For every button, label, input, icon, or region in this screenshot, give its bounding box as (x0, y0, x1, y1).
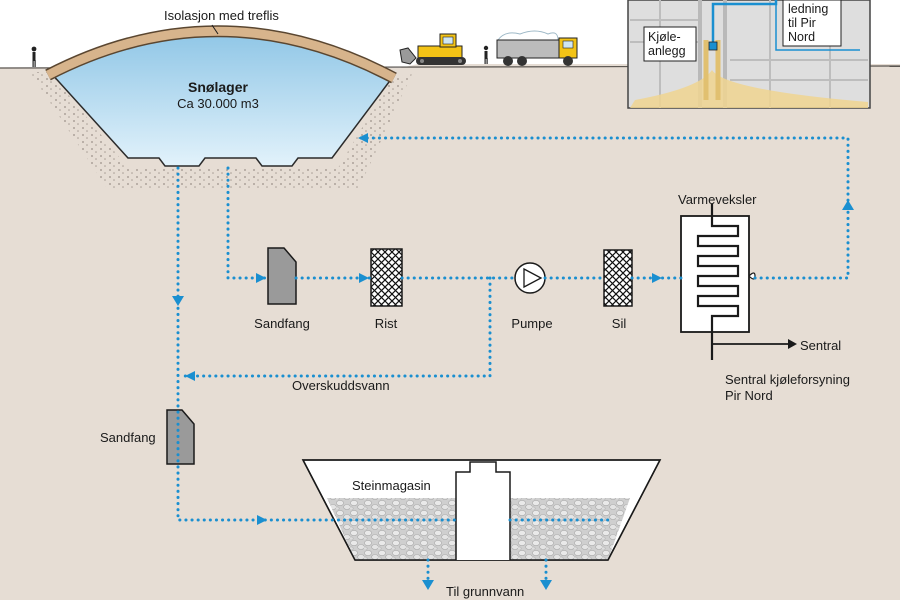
inset-pipe-label-1: ledning (788, 2, 829, 16)
inset-cooling-label-1: Kjøle- (648, 30, 681, 44)
inset-cooling-label-2: anlegg (648, 44, 686, 58)
flow-to-sandtrap (226, 166, 270, 280)
pump-icon (514, 262, 546, 294)
central-label: Sentral (800, 338, 842, 353)
arrow-left-overflow (185, 371, 195, 381)
inset-pipe-label-2: til Pir (788, 16, 816, 30)
stone-magazine (301, 459, 662, 561)
stone-magazine-label: Steinmagasin (352, 478, 431, 493)
dump-truck-icon (496, 30, 578, 66)
arrow-right-magazine (257, 515, 267, 525)
central-cooling-label-1: Sentral kjøleforsyning (725, 372, 850, 387)
overflow-water-label: Overskuddsvann (292, 378, 390, 393)
arrow-down-groundwater-right (540, 580, 552, 590)
bulldozer-icon (399, 33, 466, 65)
strainer (603, 249, 633, 307)
insulation-label: Isolasjon med treflis (164, 8, 279, 23)
arrow-left-return (358, 133, 368, 143)
snow-storage-volume: Ca 30.000 m3 (177, 96, 259, 111)
sand-trap-lower-label: Sandfang (100, 430, 156, 445)
pump-label: Pumpe (511, 316, 553, 331)
arrow-down-groundwater-left (422, 580, 434, 590)
central-cooling-label-2: Pir Nord (725, 388, 773, 403)
worker-figure (483, 45, 489, 64)
sand-trap-upper (267, 247, 297, 305)
arrow-down-left (172, 296, 184, 306)
person-figure (31, 46, 37, 67)
inset-pipe-label-3: Nord (788, 30, 816, 44)
ground (0, 64, 900, 600)
flow-arrowheads (172, 133, 854, 590)
arrow-right-grate (359, 273, 369, 283)
groundwater-label: Til grunnvann (446, 584, 525, 599)
heat-exchanger-label: Varmeveksler (678, 192, 757, 207)
grate-label: Rist (374, 316, 398, 331)
inset-map (627, 0, 871, 109)
sentral-arrow (788, 339, 797, 349)
sand-trap-label: Sandfang (254, 316, 310, 331)
grate (370, 248, 403, 307)
heat-exchanger (680, 204, 756, 360)
sand-trap-lower (166, 409, 195, 465)
arrow-right-exchanger (652, 273, 662, 283)
arrow-up-return (842, 200, 854, 210)
arrow-right-sandtrap (256, 273, 266, 283)
strainer-label: Sil (611, 316, 627, 331)
insulation-leader (211, 24, 219, 35)
snow-storage-title: Snølager (188, 79, 248, 95)
flow-drain-left (176, 166, 458, 522)
flow-overflow (183, 276, 492, 378)
